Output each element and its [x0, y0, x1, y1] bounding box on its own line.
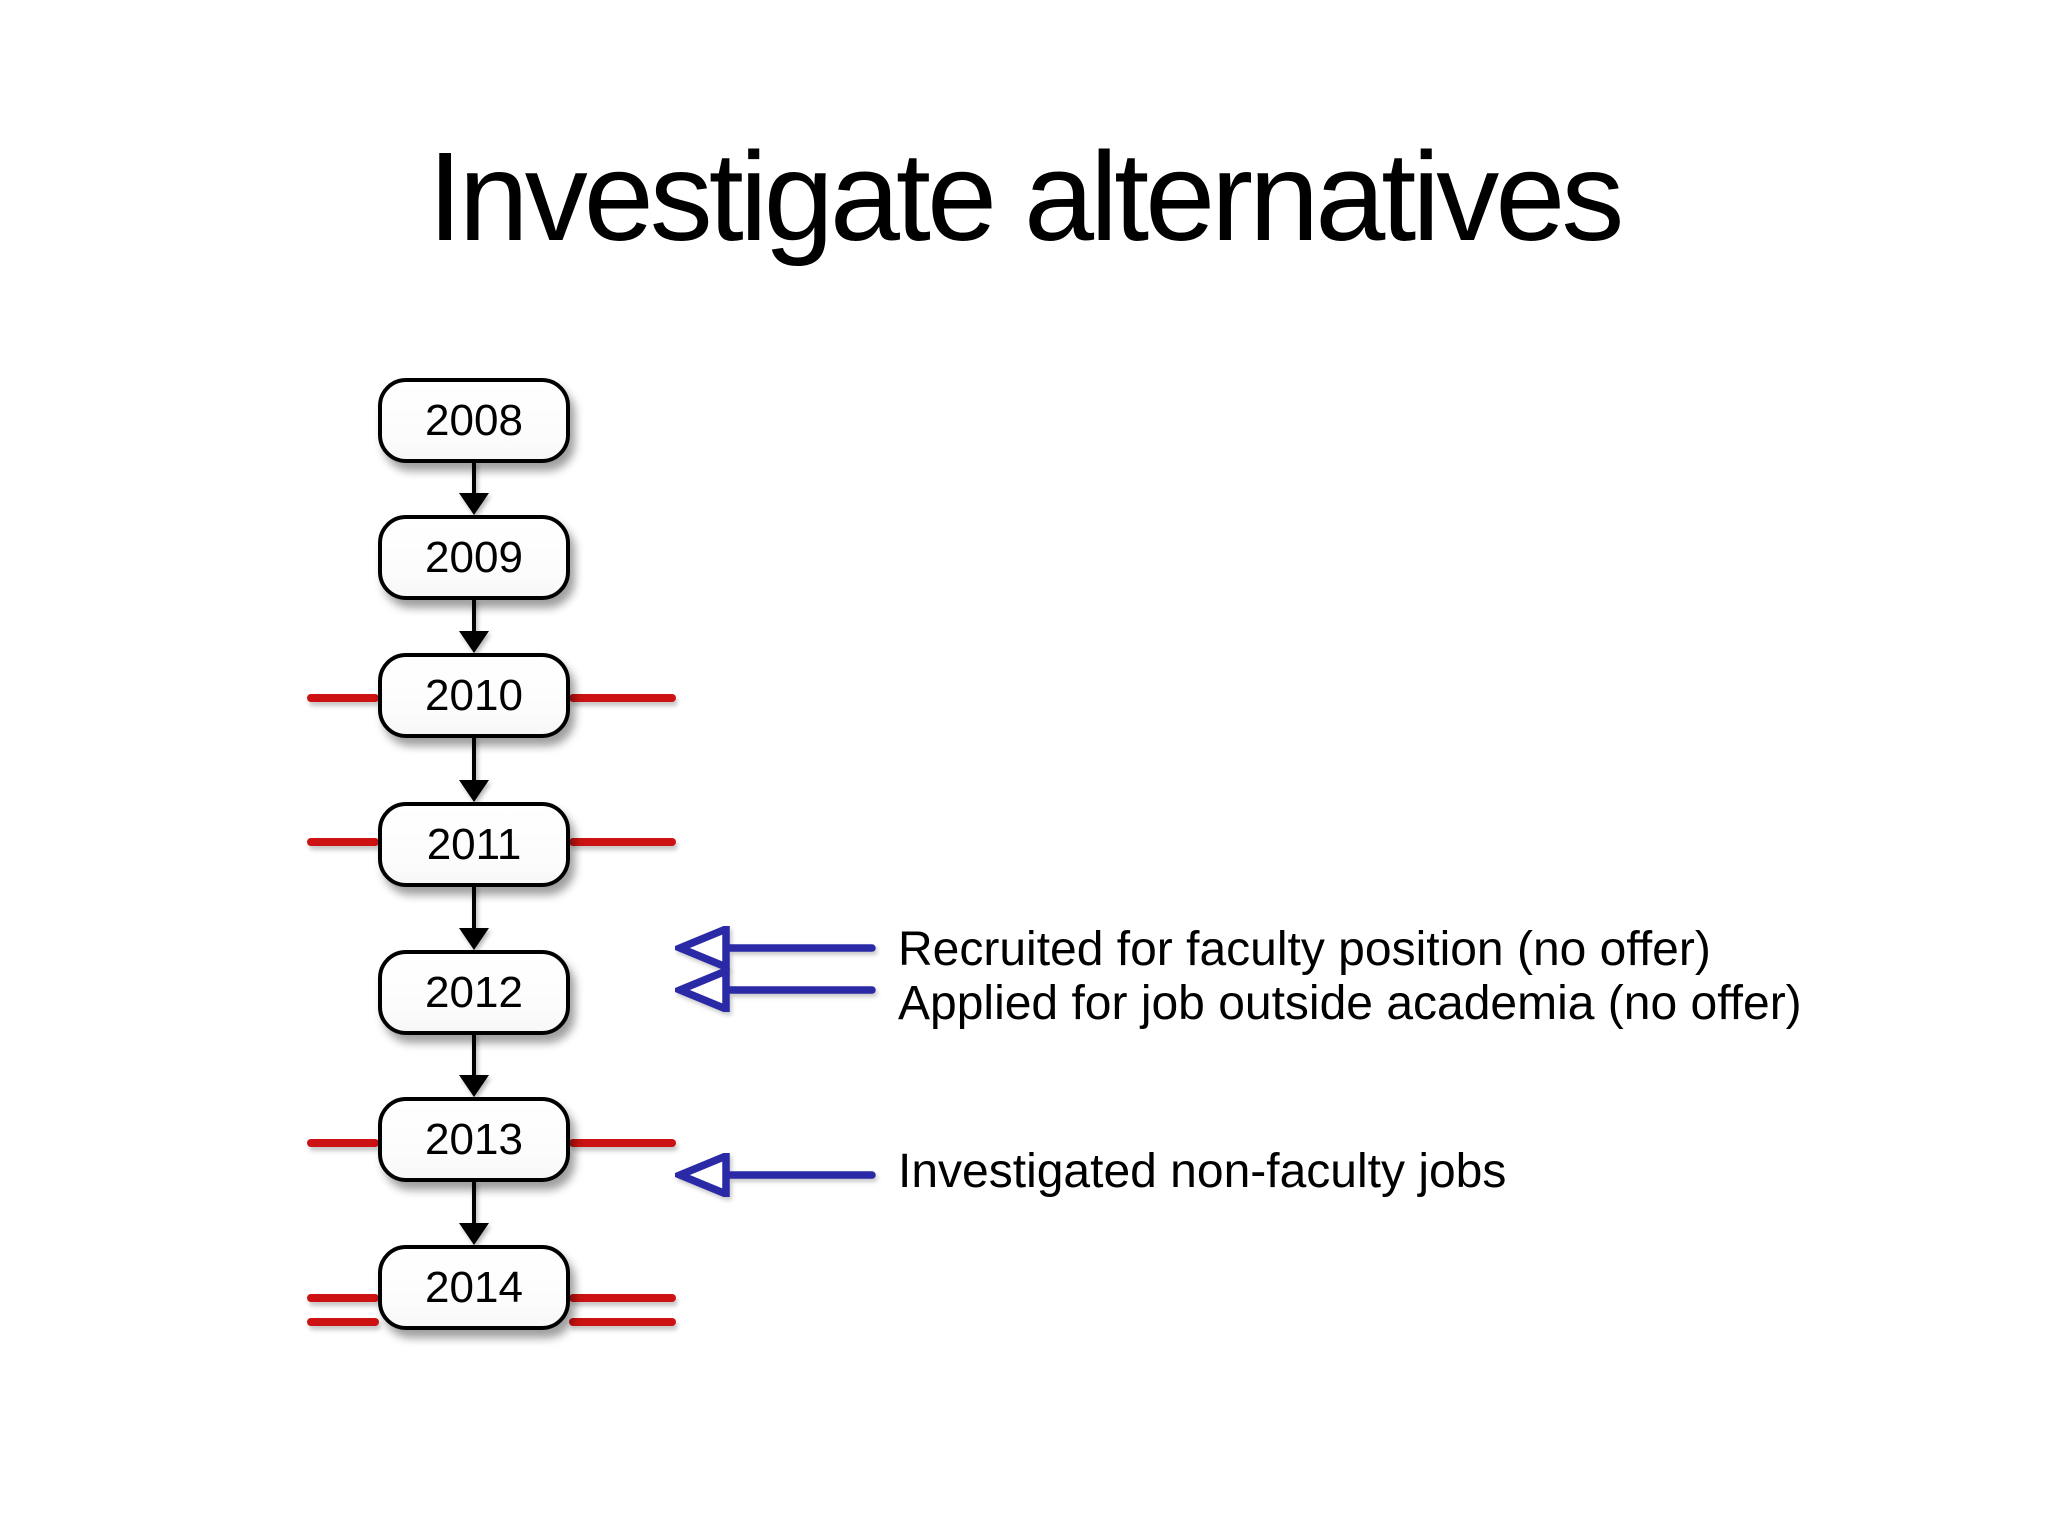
- down-arrow-icon: [459, 1075, 489, 1097]
- red-strike-line: [307, 1294, 379, 1302]
- red-strike-line: [569, 1318, 676, 1326]
- red-strike-line: [569, 694, 676, 702]
- year-label: 2008: [425, 395, 523, 445]
- red-strike-line: [307, 838, 379, 846]
- left-arrow-icon: [675, 926, 876, 970]
- annotation-label: Recruited for faculty position (no offer…: [898, 923, 1711, 976]
- red-strike-line: [569, 1294, 676, 1302]
- annotation-label: Applied for job outside academia (no off…: [898, 977, 1802, 1030]
- year-box-2008: 2008: [378, 378, 570, 463]
- slide-title: Investigate alternatives: [427, 126, 1625, 267]
- year-label: 2012: [425, 967, 523, 1017]
- down-arrow-icon: [459, 928, 489, 950]
- year-box-2012: 2012: [378, 950, 570, 1035]
- down-arrow-icon: [459, 1223, 489, 1245]
- year-box-2011: 2011: [378, 802, 570, 887]
- year-label: 2011: [426, 819, 522, 869]
- left-arrow-icon: [675, 968, 876, 1012]
- down-arrow-icon: [459, 631, 489, 653]
- down-arrow-icon: [459, 780, 489, 802]
- year-box-2009: 2009: [378, 515, 570, 600]
- down-arrow-icon: [459, 493, 489, 515]
- year-label: 2013: [425, 1114, 523, 1164]
- red-strike-line: [569, 838, 676, 846]
- down-connector-line: [472, 598, 476, 633]
- down-connector-line: [472, 885, 476, 930]
- red-strike-line: [569, 1139, 676, 1147]
- annotation-label: Investigated non-faculty jobs: [898, 1145, 1507, 1198]
- year-box-2013: 2013: [378, 1097, 570, 1182]
- left-arrow-icon: [675, 1153, 876, 1197]
- year-label: 2014: [425, 1262, 523, 1312]
- year-box-2014: 2014: [378, 1245, 570, 1330]
- year-label: 2010: [425, 670, 523, 720]
- year-box-2010: 2010: [378, 653, 570, 738]
- down-connector-line: [472, 1180, 476, 1225]
- red-strike-line: [307, 694, 379, 702]
- down-connector-line: [472, 461, 476, 495]
- down-connector-line: [472, 736, 476, 782]
- down-connector-line: [472, 1033, 476, 1077]
- red-strike-line: [307, 1318, 379, 1326]
- year-label: 2009: [425, 532, 523, 582]
- red-strike-line: [307, 1139, 379, 1147]
